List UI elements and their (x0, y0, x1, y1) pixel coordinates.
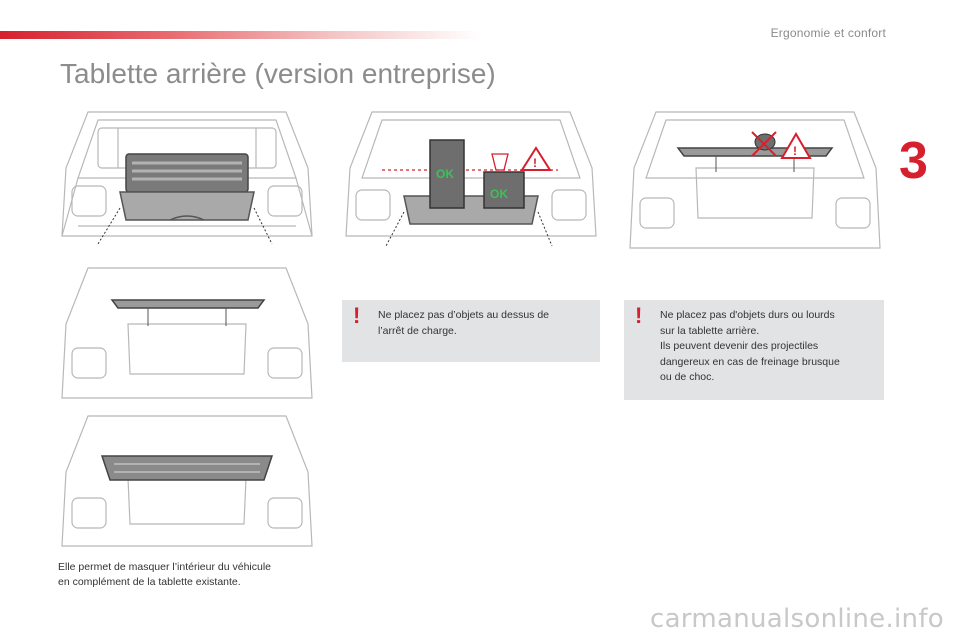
ok-badge-1: OK (436, 167, 454, 181)
warning-line: Ils peuvent devenir des projectiles (660, 340, 819, 352)
warning-line: sur la tablette arrière. (660, 324, 760, 337)
page-title: Tablette arrière (version entreprise) (60, 58, 496, 89)
warning-line: l’arrêt de charge. (378, 324, 457, 337)
caption-line-1: Elle permet de masquer l’intérieur du vé… (58, 561, 272, 573)
warning-box-stop: ! Ne placez pas d’objets au dessus de l’… (342, 300, 600, 362)
illustration-shelf-heavy-object-forbidden: ! (629, 111, 881, 249)
warning-line: Ne placez pas d'objets durs ou lourds (660, 309, 835, 321)
illustration-shelf-covering (61, 415, 313, 547)
warning-line: ou de choc. (660, 371, 715, 383)
illustration-shelf-lowered (61, 111, 313, 245)
chapter-number: 3 (899, 132, 928, 190)
caption: Elle permet de masquer l’intérieur du vé… (58, 560, 318, 590)
caption-line-2: en complément de la tablette existante. (58, 576, 241, 588)
svg-text:!: ! (533, 156, 537, 170)
illustration-shelf-raised (61, 267, 313, 399)
warning-exclamation-icon: ! (635, 303, 643, 328)
warning-line: Ne placez pas d’objets au dessus de (378, 309, 550, 321)
ok-badge-2: OK (490, 187, 508, 201)
warning-exclamation-icon: ! (353, 303, 361, 328)
section-name: Ergonomie et confort (770, 26, 886, 40)
svg-text:!: ! (793, 144, 797, 158)
warning-line: dangereux en cas de freinage brusque (660, 355, 840, 368)
illustration-shelf-loading-ok: OK OK ! (345, 111, 597, 247)
header-accent-bar (0, 31, 480, 39)
watermark: carmanualsonline.info (649, 604, 944, 634)
warning-box-heavy-objects: ! Ne placez pas d'objets durs ou lourds … (624, 300, 884, 400)
